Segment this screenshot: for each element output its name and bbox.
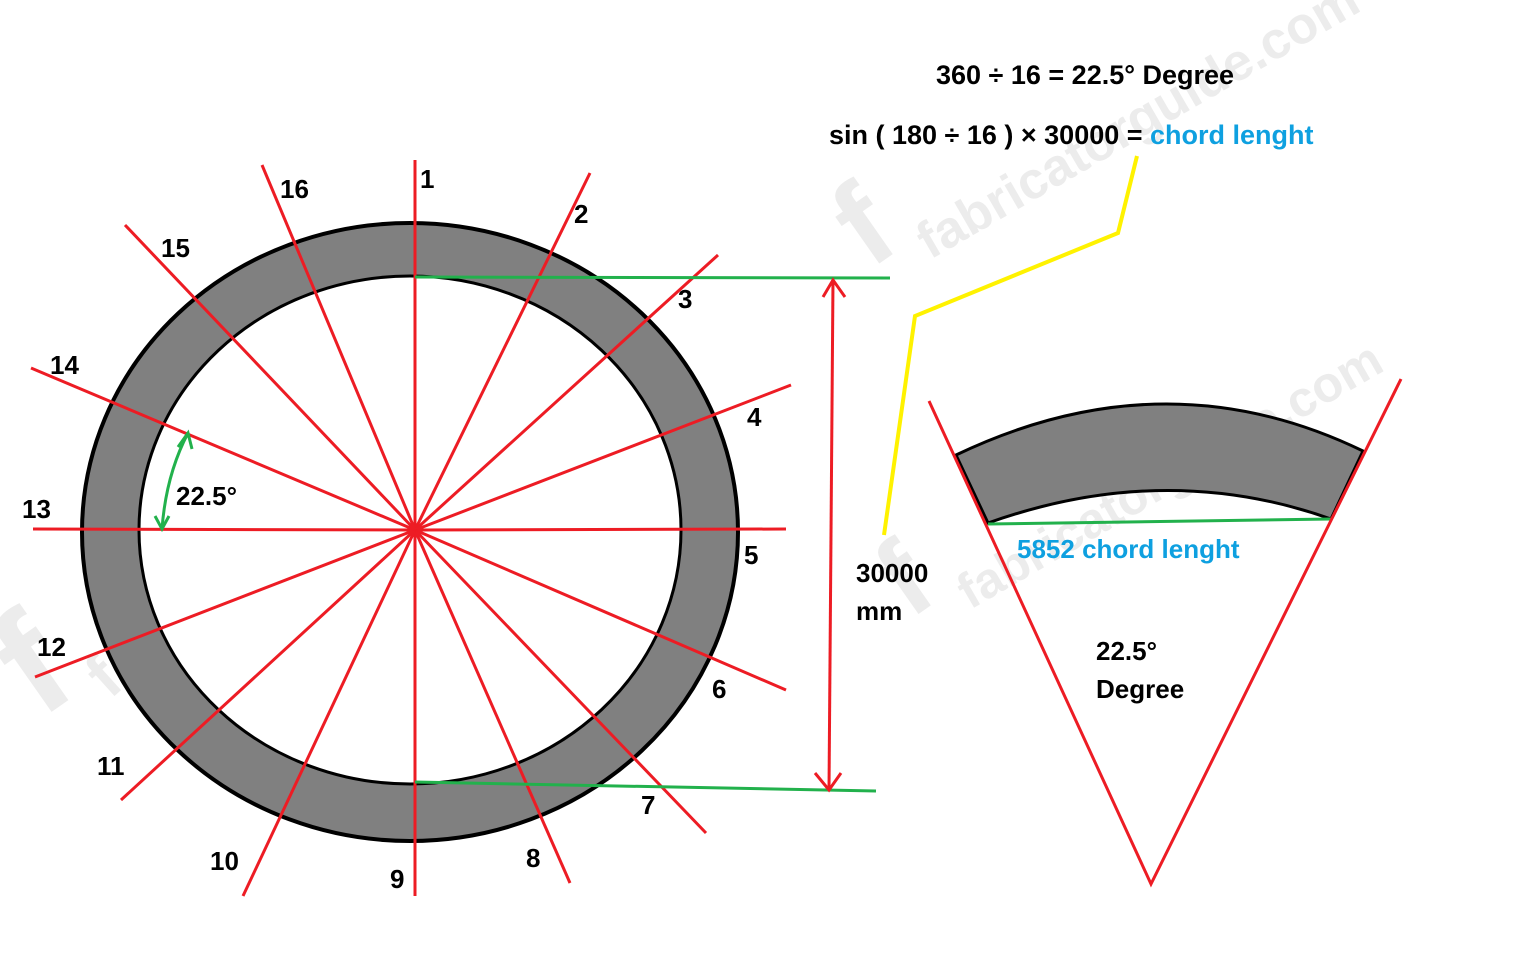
segment-angle-unit: Degree — [1096, 674, 1184, 704]
segment-chord-line — [987, 517, 1332, 526]
equation-chord: sin ( 180 ÷ 16 ) × 30000 = chord lenght — [829, 120, 1314, 150]
segment-label-14: 14 — [50, 350, 79, 380]
segment-label-16: 16 — [280, 174, 309, 204]
segment-label-5: 5 — [744, 540, 758, 570]
leader-line — [882, 155, 1139, 536]
segment-label-10: 10 — [210, 846, 239, 876]
diameter-reference-lines — [414, 275, 891, 793]
diameter-unit: mm — [856, 596, 902, 626]
diameter-value: 30000 — [856, 558, 928, 588]
segment-label-4: 4 — [747, 402, 762, 432]
segment-label-2: 2 — [574, 199, 588, 229]
segment-angle-value: 22.5° — [1096, 636, 1157, 666]
angle-arc-indicator — [153, 429, 194, 533]
segment-label-1: 1 — [420, 164, 434, 194]
radial-division-lines — [30, 160, 792, 897]
segment-label-13: 13 — [22, 494, 51, 524]
segment-label-6: 6 — [712, 674, 726, 704]
segment-angle-lines — [927, 378, 1403, 888]
equation-chord-formula: sin ( 180 ÷ 16 ) × 30000 = — [829, 120, 1150, 150]
watermark-initial-2: f — [808, 158, 918, 291]
segment-detail: 5852 chord lenght 22.5° Degree — [927, 378, 1403, 888]
segment-arc-band — [954, 402, 1365, 525]
chord-length-label: 5852 chord lenght — [1017, 534, 1240, 564]
angle-label: 22.5° — [176, 481, 237, 511]
diameter-dimension-arrow — [813, 277, 847, 793]
segment-label-9: 9 — [390, 864, 404, 894]
equation-angle: 360 ÷ 16 = 22.5° Degree — [936, 60, 1234, 90]
segment-label-12: 12 — [37, 632, 66, 662]
equation-chord-result: chord lenght — [1150, 120, 1314, 150]
segment-label-11: 11 — [97, 751, 125, 781]
segment-label-8: 8 — [526, 843, 540, 873]
segment-labels: 1 2 3 4 5 6 7 8 9 10 11 12 13 14 15 16 2… — [22, 164, 762, 894]
segment-label-7: 7 — [641, 790, 655, 820]
segment-label-3: 3 — [678, 284, 692, 314]
segment-label-15: 15 — [161, 233, 190, 263]
